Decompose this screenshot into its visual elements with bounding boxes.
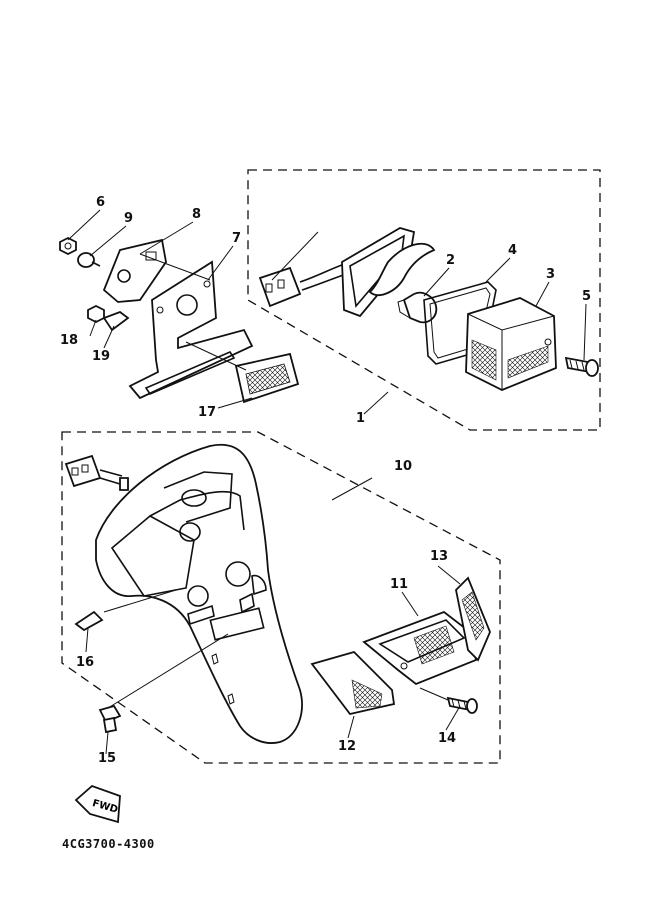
callout-12: 12 [338,739,357,754]
callout-15: 15 [98,751,117,766]
callout-18: 18 [60,333,79,348]
license-bracket [128,260,254,400]
callout-5: 5 [582,289,592,304]
connector-lower [64,454,129,491]
leader-lines [67,209,587,755]
lens-3 [465,297,557,391]
lamp-lens-11 [362,610,478,686]
callout-10: 10 [394,459,413,474]
callout-14: 14 [438,731,457,746]
callout-7: 7 [232,231,242,246]
cover-clip [102,238,167,303]
rear-fender-10 [95,443,303,744]
callout-11: 11 [390,577,409,592]
callout-16: 16 [76,655,95,670]
callout-4: 4 [508,243,518,258]
fwd-arrow-icon: FWD [74,784,121,824]
nut-6 [59,236,77,256]
lens-12 [310,650,396,716]
assembly-1-boundary [247,169,601,431]
clip-nut-19 [102,310,130,332]
diagram-code: 4CG3700-4300 [62,837,155,851]
washer-9 [77,252,101,268]
bolt-15 [98,704,122,734]
lens-13 [455,576,491,662]
callout-8: 8 [192,207,202,222]
callout-9: 9 [124,211,134,226]
assembly-10-boundary [61,431,501,764]
screw-5 [564,356,599,377]
callout-3: 3 [546,267,556,282]
callout-1: 1 [356,411,366,426]
callout-13: 13 [430,549,449,564]
callout-17: 17 [198,405,217,420]
bulb-2 [397,291,438,324]
callout-19: 19 [92,349,111,364]
clip-16 [74,610,104,632]
screw-18 [87,304,105,324]
lamp-socket [341,227,436,318]
connector-upper [258,261,353,308]
callout-6: 6 [96,195,106,210]
reflector-17 [234,352,300,404]
callout-2: 2 [446,253,456,268]
screw-14 [446,696,478,714]
